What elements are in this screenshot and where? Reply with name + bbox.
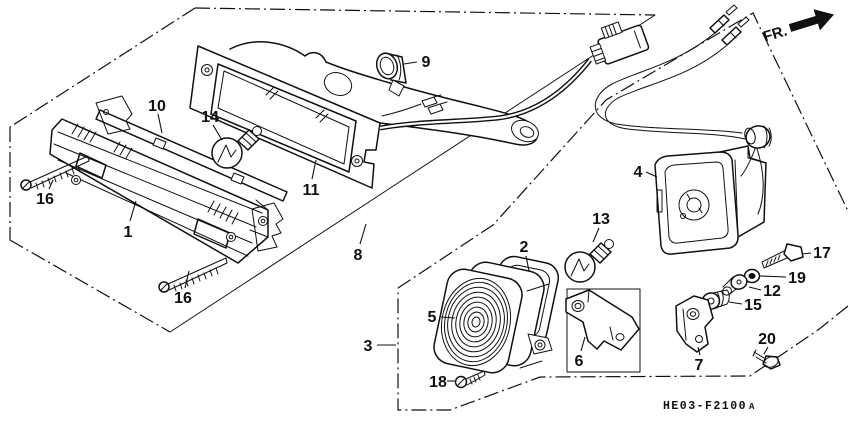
part-1-taillight-unit	[49, 118, 284, 264]
diagram-code: HE03-F2100 A	[663, 400, 755, 413]
part-12-collar	[722, 274, 748, 296]
callout-12: 12	[763, 283, 781, 300]
part-6-bracket	[565, 289, 640, 351]
assembly-boundary-left-group	[9, 7, 656, 333]
diagram-code-text: HE03-F2100	[663, 400, 747, 413]
callout-18: 18	[429, 374, 447, 391]
fr-label: FR.	[761, 22, 789, 45]
sub-assembly-box	[566, 288, 641, 373]
part-7-bracket	[675, 295, 714, 353]
spade-terminals	[421, 94, 448, 115]
part-18-screw	[454, 370, 486, 389]
assembly-boundary-right-group	[397, 12, 849, 411]
callout-7: 7	[695, 357, 704, 374]
callout-4: 4	[634, 164, 643, 181]
part-10-lens-strip	[95, 95, 288, 202]
callout-19: 19	[788, 270, 806, 287]
harness-connector	[589, 21, 650, 65]
callout-14: 14	[201, 109, 219, 126]
part-17-bolt	[761, 243, 804, 269]
callout-5: 5	[428, 309, 437, 326]
stippled-bracket	[95, 95, 133, 135]
callout-10: 10	[148, 98, 166, 115]
part-16-screw-upper	[20, 155, 90, 191]
vent-hatching	[71, 123, 239, 225]
diagram-code-suffix: A	[749, 402, 755, 412]
callout-17: 17	[813, 245, 831, 262]
winker-wire-harness	[594, 4, 772, 215]
taillight-wire-harness	[379, 21, 650, 131]
callout-16-upper: 16	[36, 191, 54, 208]
part-5-lens	[433, 261, 553, 374]
part-11-housing	[189, 41, 539, 189]
part-13-bulb	[564, 239, 614, 283]
callout-3: 3	[364, 338, 373, 355]
part-14-bulb	[211, 126, 262, 169]
callout-11: 11	[303, 182, 320, 199]
stay-plate-right	[251, 202, 284, 252]
fr-direction-marker: FR.	[761, 9, 834, 46]
callout-8: 8	[354, 247, 363, 264]
part-4-winker-housing	[654, 145, 767, 255]
callout-16-lower: 16	[174, 290, 192, 307]
part-9-grommet	[375, 52, 407, 97]
callout-9: 9	[422, 54, 431, 71]
callout-1: 1	[124, 224, 133, 241]
callout-13: 13	[592, 211, 610, 228]
part-19-washer	[743, 268, 761, 284]
callout-labels: 16 10 14 1 16 11 9 8 3 2 13 5 6 18 7 20 …	[36, 54, 831, 391]
callout-6: 6	[575, 353, 584, 370]
fr-arrow-icon	[788, 9, 834, 32]
callout-15: 15	[744, 297, 762, 314]
part-16-screw-lower	[158, 257, 228, 293]
part-20-screw	[752, 349, 781, 370]
lens-rings	[441, 277, 511, 367]
callout-20: 20	[758, 331, 776, 348]
callout-2: 2	[520, 239, 529, 256]
